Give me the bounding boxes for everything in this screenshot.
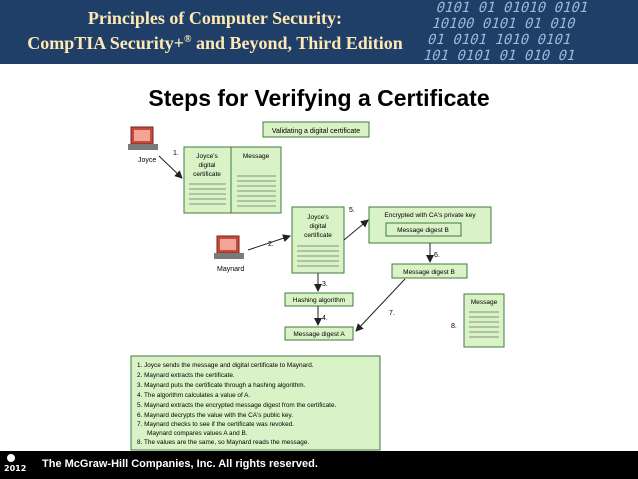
course-title-line1: Principles of Computer Security: — [87, 8, 343, 28]
cert1-line: Joyce's — [196, 153, 218, 160]
digest-b2-label: Message digest B — [403, 269, 455, 276]
step-number-8: 8. — [451, 323, 457, 330]
cert2-text-lines — [297, 245, 339, 267]
step-text: 6. Maynard decrypts the value with the C… — [137, 412, 293, 419]
maynard-label: Maynard — [217, 266, 244, 273]
step-text: 3. Maynard puts the certificate through … — [137, 382, 306, 389]
arrow-digest-b-to-digest-a — [355, 278, 406, 332]
cert2-line: Joyce's — [307, 214, 329, 221]
step-text: 7. Maynard checks to see if the certific… — [137, 421, 294, 428]
arrow-joyce-to-cert — [158, 155, 183, 179]
step-text: 4. The algorithm calculates a value of A… — [137, 392, 250, 399]
message2-box — [463, 293, 505, 348]
step-number-7: 7. — [389, 310, 395, 317]
message-label: Message — [243, 153, 270, 160]
digest-b1-box — [385, 222, 462, 237]
step-text: 8. The values are the same, so Maynard r… — [137, 439, 309, 446]
step-number-6: 6. — [434, 252, 440, 259]
hashing-box — [284, 292, 354, 307]
step-text: 1. Joyce sends the message and digital c… — [137, 362, 314, 369]
slide-title: Steps for Verifying a Certificate — [148, 85, 490, 111]
cert2-line: digital — [310, 223, 328, 230]
digest-b2-box — [391, 263, 468, 279]
message-text-lines — [237, 175, 276, 207]
cert-bundle-box — [183, 146, 282, 214]
message2-label: Message — [471, 299, 498, 306]
step-number-5: 5. — [349, 207, 355, 214]
step-number-4: 4. — [322, 315, 328, 322]
cert1-line: digital — [199, 162, 217, 169]
arrow-cert-to-encrypted — [343, 219, 369, 241]
cert2-box — [291, 206, 345, 274]
diagram-title-box — [262, 121, 370, 138]
course-title-main: CompTIA Security+ — [27, 33, 184, 53]
cert2-line: certificate — [304, 232, 332, 239]
hashing-label: Hashing algorithm — [293, 297, 345, 304]
cert1-text-lines — [189, 183, 226, 205]
step-number-1: 1. — [173, 150, 179, 157]
step-number-2: 2. — [268, 241, 274, 248]
registered-mark: ® — [184, 34, 192, 45]
copyright-text: The McGraw-Hill Companies, Inc. All righ… — [42, 458, 318, 470]
digest-a-box — [284, 326, 354, 341]
maynard-computer-icon — [214, 235, 244, 259]
joyce-computer-icon — [128, 126, 158, 150]
step-number-3: 3. — [322, 281, 328, 288]
digest-b1-label: Message digest B — [397, 227, 449, 234]
footer-bar: 2012 The McGraw-Hill Companies, Inc. All… — [0, 451, 638, 479]
steps-legend-box — [130, 355, 381, 451]
encrypted-label: Encrypted with CA's private key — [384, 212, 476, 219]
course-title-rest: and Beyond, Third Edition — [191, 33, 403, 53]
footer-year: 2012 — [4, 464, 27, 473]
arrow-maynard-to-cert — [247, 234, 291, 251]
step-text: 5. Maynard extracts the encrypted messag… — [137, 402, 336, 409]
footer-dot-icon — [7, 454, 15, 462]
step-text: Maynard compares values A and B. — [147, 430, 248, 437]
message2-text-lines — [469, 311, 499, 338]
diagram-title: Validating a digital certificate — [272, 128, 360, 135]
digest-a-label: Message digest A — [293, 331, 345, 338]
cert1-line: certificate — [193, 171, 221, 178]
step-text: 2. Maynard extracts the certificate. — [137, 372, 235, 379]
joyce-label: Joyce — [138, 157, 156, 164]
header-banner: Principles of Computer Security: CompTIA… — [0, 0, 638, 64]
course-title-line2: CompTIA Security+® and Beyond, Third Edi… — [0, 33, 430, 54]
